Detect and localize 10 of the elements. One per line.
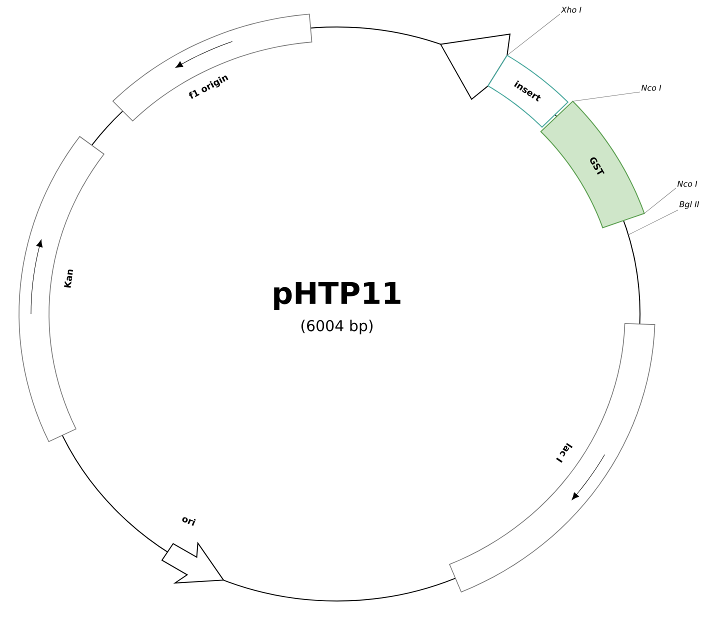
node-label: ori	[182, 517, 196, 526]
site-label: Nco I	[641, 84, 662, 91]
site-label: Nco I	[677, 180, 698, 187]
leader-line	[628, 210, 678, 236]
site-label: Bgl II	[679, 201, 700, 209]
leader-line	[572, 92, 640, 102]
plasmid-name: pHTP11	[274, 282, 400, 310]
site-label: Xho I	[560, 6, 582, 13]
plasmid-size: (6004 bp)	[301, 320, 373, 334]
leader-line	[644, 188, 676, 214]
